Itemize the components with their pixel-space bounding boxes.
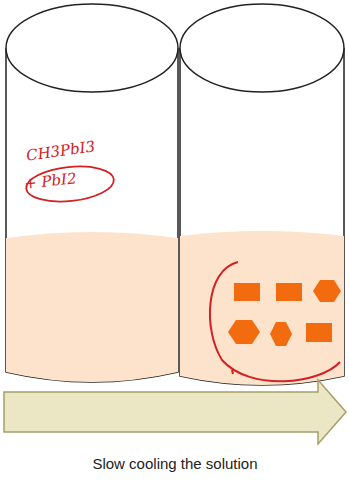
handwritten-circle bbox=[210, 262, 340, 381]
tube-opening bbox=[180, 4, 344, 92]
caption-text: Slow cooling the solution bbox=[92, 455, 257, 472]
solution bbox=[180, 231, 344, 385]
solution bbox=[6, 232, 178, 382]
crystals bbox=[228, 280, 341, 346]
handwritten-note: + PbI2 bbox=[23, 169, 77, 192]
tube-outline bbox=[180, 48, 344, 385]
tube-outline bbox=[6, 48, 178, 382]
tube-opening bbox=[6, 4, 178, 92]
handwritten-mark bbox=[232, 370, 233, 374]
handwritten-note: CH3PbI3 bbox=[25, 137, 96, 164]
process-arrow bbox=[4, 380, 346, 444]
